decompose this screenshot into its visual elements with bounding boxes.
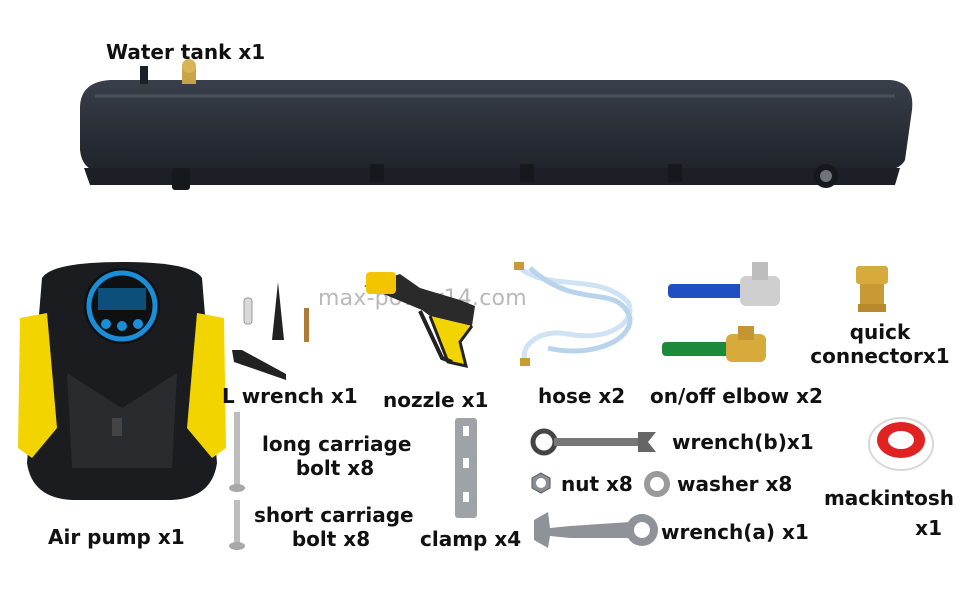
quick-connector-image (856, 266, 888, 312)
short-carriage-bolt-label-line2: bolt x8 (291, 527, 371, 551)
clamp-label: clamp x4 (420, 527, 522, 551)
air-pump-label: Air pump x1 (48, 525, 185, 549)
mackintosh-tape-image (868, 417, 934, 471)
l-wrench-label: L wrench x1 (222, 384, 358, 408)
water-tank-label: Water tank x1 (106, 40, 266, 64)
nozzle-label: nozzle x1 (383, 388, 489, 412)
mackintosh-label-line2: x1 (915, 516, 942, 540)
washer-label: washer x8 (677, 472, 793, 496)
wrench-a-label: wrench(a) x1 (661, 520, 809, 544)
long-carriage-bolt-label-line1: long carriage (262, 432, 412, 456)
l-wrench-image (232, 282, 309, 380)
short-carriage-bolt-image (229, 500, 245, 550)
hose-label: hose x2 (538, 384, 626, 408)
nut-label: nut x8 (561, 472, 633, 496)
hose-image (514, 262, 633, 366)
mackintosh-label-line1: mackintosh (823, 486, 954, 510)
air-pump-image (18, 262, 226, 500)
on-off-elbow-label: on/off elbow x2 (650, 384, 823, 408)
clamp-image (455, 418, 477, 518)
on-off-elbow-image (662, 262, 780, 362)
quick-connector-label-line2: connectorx1 (810, 344, 950, 368)
short-carriage-bolt-label-line1: short carriage (254, 503, 414, 527)
long-carriage-bolt-label-line2: bolt x8 (295, 456, 375, 480)
quick-connector-label-line1: quick (849, 320, 911, 344)
washer-icon (644, 471, 670, 497)
long-carriage-bolt-image (229, 412, 245, 492)
wrench-b-icon (530, 428, 656, 456)
wrench-a-icon (534, 512, 658, 548)
nozzle-image (364, 272, 475, 368)
nut-icon (531, 472, 551, 494)
wrench-b-label: wrench(b)x1 (672, 430, 814, 454)
